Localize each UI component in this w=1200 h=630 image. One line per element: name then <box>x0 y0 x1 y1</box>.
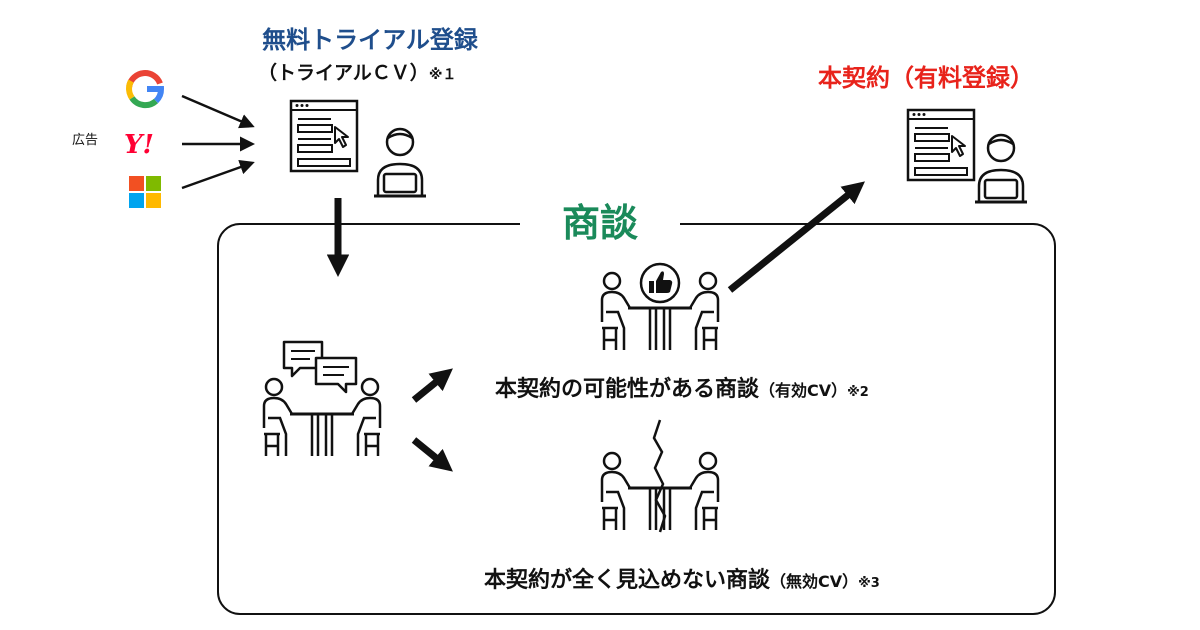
trial-cv-label: （トライアルＣＶ）※１ <box>258 58 456 85</box>
thumbs-up-icon <box>639 262 681 304</box>
trial-title: 無料トライアル登録 <box>262 26 478 54</box>
ad-arrow-microsoft <box>181 159 255 190</box>
meeting-icon <box>262 377 382 458</box>
microsoft-logo-icon <box>129 176 161 208</box>
trial-cv-note: ※１ <box>428 67 457 83</box>
negotiation-box <box>217 223 1056 615</box>
arrow-to-contract <box>727 181 865 293</box>
arrow-to-invalid <box>411 437 453 472</box>
valid-label-paren: （有効CV） <box>759 381 848 400</box>
valid-negotiation-label: 本契約の可能性がある商談（有効CV）※2 <box>495 371 869 403</box>
valid-label-text: 本契約の可能性がある商談 <box>495 377 760 402</box>
invalid-label-note: ※3 <box>858 576 880 591</box>
contract-user-icon <box>973 133 1029 204</box>
crack-icon <box>652 419 667 533</box>
speech-bubble-icon <box>282 340 358 394</box>
invalid-label-paren: （無効CV） <box>770 572 859 591</box>
yahoo-logo-icon: Y! <box>124 130 154 160</box>
arrow-to-valid <box>411 368 453 403</box>
svg-text:Y!: Y! <box>124 130 154 160</box>
invalid-negotiation-label: 本契約が全く見込めない商談（無効CV）※3 <box>484 562 880 594</box>
google-logo-icon <box>126 70 164 109</box>
contract-form-icon <box>906 108 976 182</box>
invalid-label-text: 本契約が全く見込めない商談 <box>484 568 771 593</box>
trial-form-icon <box>289 99 359 173</box>
trial-user-icon <box>372 127 428 198</box>
ad-label: 広告 <box>72 133 99 148</box>
contract-title: 本契約（有料登録） <box>818 64 1034 92</box>
negotiation-title: 商談 <box>520 192 680 247</box>
trial-cv-text: （トライアルＣＶ） <box>258 62 429 84</box>
valid-label-note: ※2 <box>847 385 869 400</box>
ad-arrow-google <box>181 94 255 129</box>
